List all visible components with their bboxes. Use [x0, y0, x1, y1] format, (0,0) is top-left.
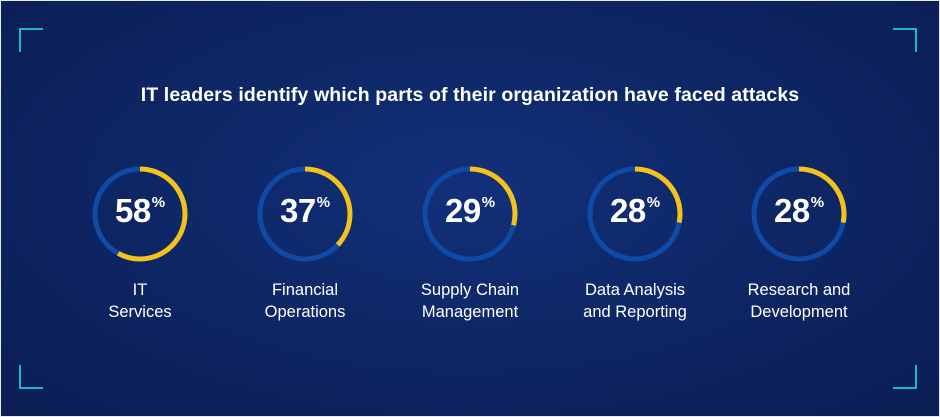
percentage-value: 37%: [220, 194, 390, 227]
ring-value-arc: [587, 166, 683, 262]
corner-bracket-top-left: [19, 28, 43, 52]
percent-sign: %: [646, 194, 661, 211]
stat-item: 28% Data Analysis and Reporting: [550, 164, 720, 323]
category-label-line: Financial: [271, 281, 339, 299]
category-label: IT Services: [55, 279, 225, 323]
percentage-number: 58: [114, 192, 151, 229]
category-label: Data Analysis and Reporting: [550, 279, 720, 323]
donut-ring: [587, 166, 683, 262]
category-label-line: Data Analysis: [585, 281, 685, 299]
percentage-value: 29%: [385, 194, 555, 227]
ring-value-arc: [751, 166, 847, 262]
category-label-line: Supply Chain: [420, 281, 520, 299]
percentage-number: 28: [609, 192, 646, 229]
percent-sign: %: [316, 194, 331, 211]
category-label-line: IT: [132, 281, 148, 299]
corner-bracket-top-right: [893, 28, 917, 52]
category-label-line: Management: [421, 303, 519, 321]
percent-sign: %: [810, 194, 825, 211]
percentage-number: 37: [279, 192, 316, 229]
chart-title: IT leaders identify which parts of their…: [140, 84, 800, 106]
category-label-line: Research and: [747, 281, 851, 299]
percent-sign: %: [151, 194, 166, 211]
donut-ring: [422, 166, 518, 262]
corner-bracket-bottom-left: [19, 365, 43, 389]
donut-ring: [257, 166, 353, 262]
ring-value-arc: [422, 166, 518, 262]
category-label-line: Development: [750, 303, 848, 321]
category-label-line: Operations: [264, 303, 346, 321]
percentage-number: 29: [444, 192, 481, 229]
donut-ring: [751, 166, 847, 262]
ring-value-arc: [257, 166, 353, 262]
stat-item: 58% IT Services: [55, 164, 225, 323]
percentage-value: 28%: [550, 194, 720, 227]
category-label-line: Services: [108, 303, 172, 321]
category-label-line: and Reporting: [583, 303, 687, 321]
percentage-value: 58%: [55, 194, 225, 227]
percentage-value: 28%: [714, 194, 884, 227]
corner-bracket-bottom-right: [893, 365, 917, 389]
ring-value-arc: [92, 166, 188, 262]
percent-sign: %: [481, 194, 496, 211]
donut-ring: [92, 166, 188, 262]
percentage-number: 28: [773, 192, 810, 229]
